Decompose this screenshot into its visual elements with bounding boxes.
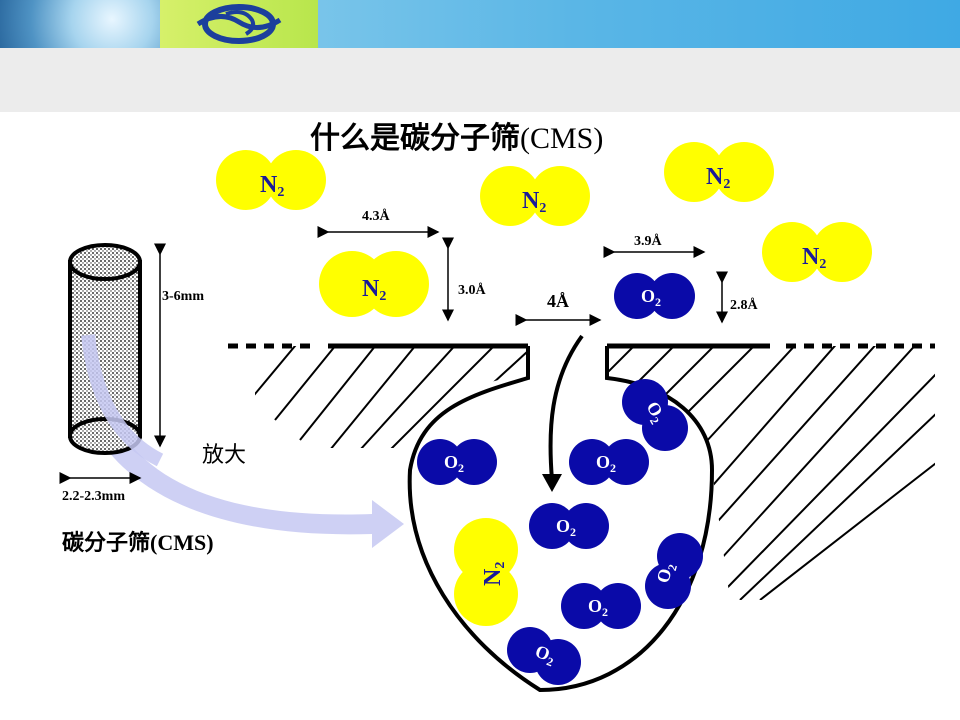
svg-text:O2: O2 — [596, 452, 616, 475]
magnify-arrow-trail — [81, 334, 164, 467]
n2-molecule-trapped: N2 — [454, 518, 518, 626]
fz-logo-icon — [196, 4, 282, 44]
o2-width-label: 3.9Å — [634, 233, 663, 249]
svg-text:O2: O2 — [444, 452, 464, 475]
svg-text:N2: N2 — [480, 562, 508, 586]
svg-text:N2: N2 — [706, 164, 730, 192]
header-logo — [160, 0, 318, 48]
o2-molecule: O2 — [645, 533, 703, 609]
magnify-label: 放大 — [202, 443, 246, 468]
header-band — [0, 48, 960, 112]
header-bar — [0, 0, 960, 48]
o2-molecule: O2 — [569, 439, 649, 485]
n2-width-label: 4.3Å — [362, 208, 391, 224]
cms-pellet — [68, 243, 142, 455]
pellet-height-label: 3-6mm — [162, 289, 204, 304]
svg-text:N2: N2 — [362, 276, 386, 304]
n2-molecule: N2 — [664, 142, 774, 202]
svg-text:N2: N2 — [522, 188, 546, 216]
o2-molecule: O2 — [561, 583, 641, 629]
o2-molecule-reference: O2 — [614, 273, 695, 319]
title-backdrop — [238, 112, 750, 160]
entry-arrow — [548, 334, 584, 481]
o2-molecule: O2 — [417, 439, 497, 485]
o2-molecule: O2 — [507, 627, 581, 685]
n2-molecule: N2 — [216, 150, 326, 210]
svg-text:O2: O2 — [641, 286, 661, 309]
entry-arrow-head — [542, 474, 562, 492]
header-photo — [0, 0, 160, 48]
svg-text:N2: N2 — [802, 244, 826, 272]
pore-width-label: 4Å — [547, 291, 569, 311]
page-title: 什么是碳分子筛(CMS) — [310, 121, 603, 156]
n2-molecule: N2 — [480, 166, 590, 226]
svg-text:O2: O2 — [532, 641, 559, 669]
svg-text:O2: O2 — [653, 561, 680, 586]
o2-molecule: O2 — [529, 503, 609, 549]
svg-text:N2: N2 — [260, 172, 284, 200]
n2-height-label: 3.0Å — [458, 282, 487, 298]
pellet-caption: 碳分子筛(CMS) — [62, 530, 214, 556]
n2-molecule-reference: N2 — [319, 251, 429, 317]
n2-molecule: N2 — [762, 222, 872, 282]
svg-text:O2: O2 — [588, 596, 608, 619]
o2-height-label: 2.8Å — [730, 297, 759, 313]
o2-molecule: O2 — [622, 379, 688, 451]
pellet-diameter-label: 2.2-2.3mm — [62, 489, 125, 504]
magnify-arrow — [70, 335, 404, 548]
svg-text:O2: O2 — [556, 516, 576, 539]
